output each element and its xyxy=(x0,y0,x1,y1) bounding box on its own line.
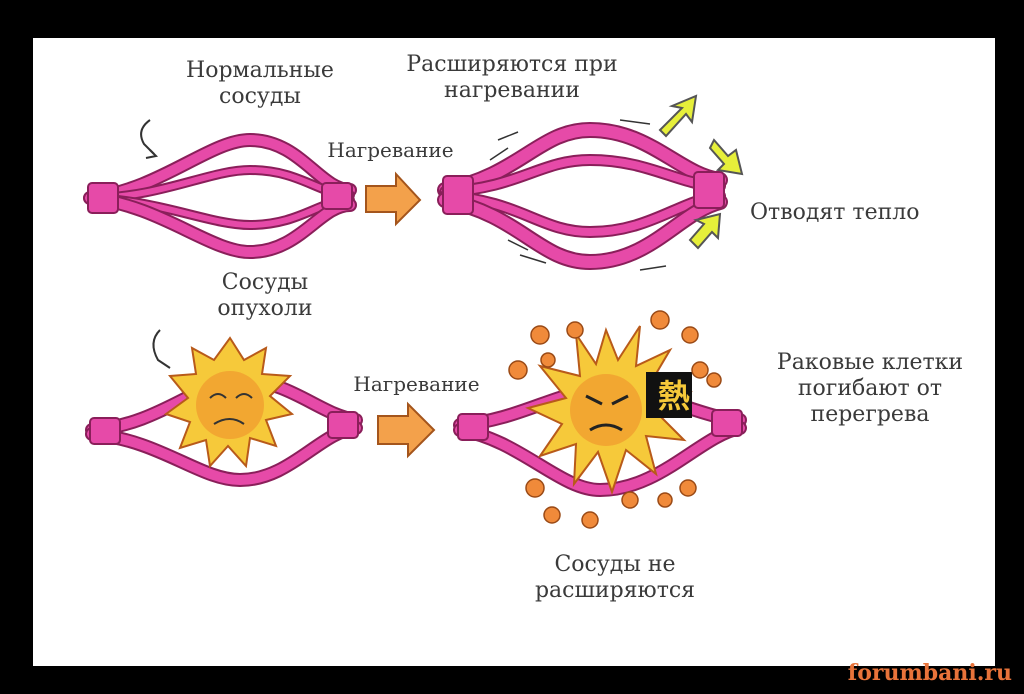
heat-kanji-text: 熱 xyxy=(657,377,690,415)
label-tumor-vessels: Сосуды опухоли xyxy=(195,270,335,322)
label-normal-vessels: Нормальные сосуды xyxy=(170,58,350,110)
tumor-vessels-illustration xyxy=(85,329,363,488)
label-tumor-vessels-text: Сосуды опухоли xyxy=(217,270,313,321)
label-heating-top: Нагревание xyxy=(318,137,463,163)
label-heating-top-text: Нагревание xyxy=(327,138,454,162)
label-cancer-cells-die: Раковые клетки погибают от перегрева xyxy=(770,350,970,428)
label-heating-bottom: Нагревание xyxy=(344,371,489,397)
label-expand-on-heating-text: Расширяются при нагревании xyxy=(406,52,618,103)
heating-arrow-bottom xyxy=(377,401,436,459)
label-remove-heat-text: Отводят тепло xyxy=(750,200,920,225)
watermark[interactable]: forumbani.ru xyxy=(847,660,1012,686)
label-heating-bottom-text: Нагревание xyxy=(353,372,480,396)
label-cancer-cells-die-text: Раковые клетки погибают от перегрева xyxy=(776,350,964,427)
label-vessels-not-expand: Сосуды не расширяются xyxy=(515,552,715,604)
heating-arrow-top xyxy=(365,171,422,227)
label-vessels-not-expand-text: Сосуды не расширяются xyxy=(534,552,696,603)
exploding-tumor-illustration xyxy=(453,310,747,529)
normal-vessels-illustration xyxy=(83,119,357,260)
label-remove-heat: Отводят тепло xyxy=(750,200,950,226)
heat-release-arrows xyxy=(658,94,744,250)
expanded-vessels-illustration xyxy=(437,119,728,271)
label-normal-vessels-text: Нормальные сосуды xyxy=(186,58,334,109)
label-expand-on-heating: Расширяются при нагревании xyxy=(392,52,632,104)
heat-kanji-label: 熱 xyxy=(652,376,696,416)
